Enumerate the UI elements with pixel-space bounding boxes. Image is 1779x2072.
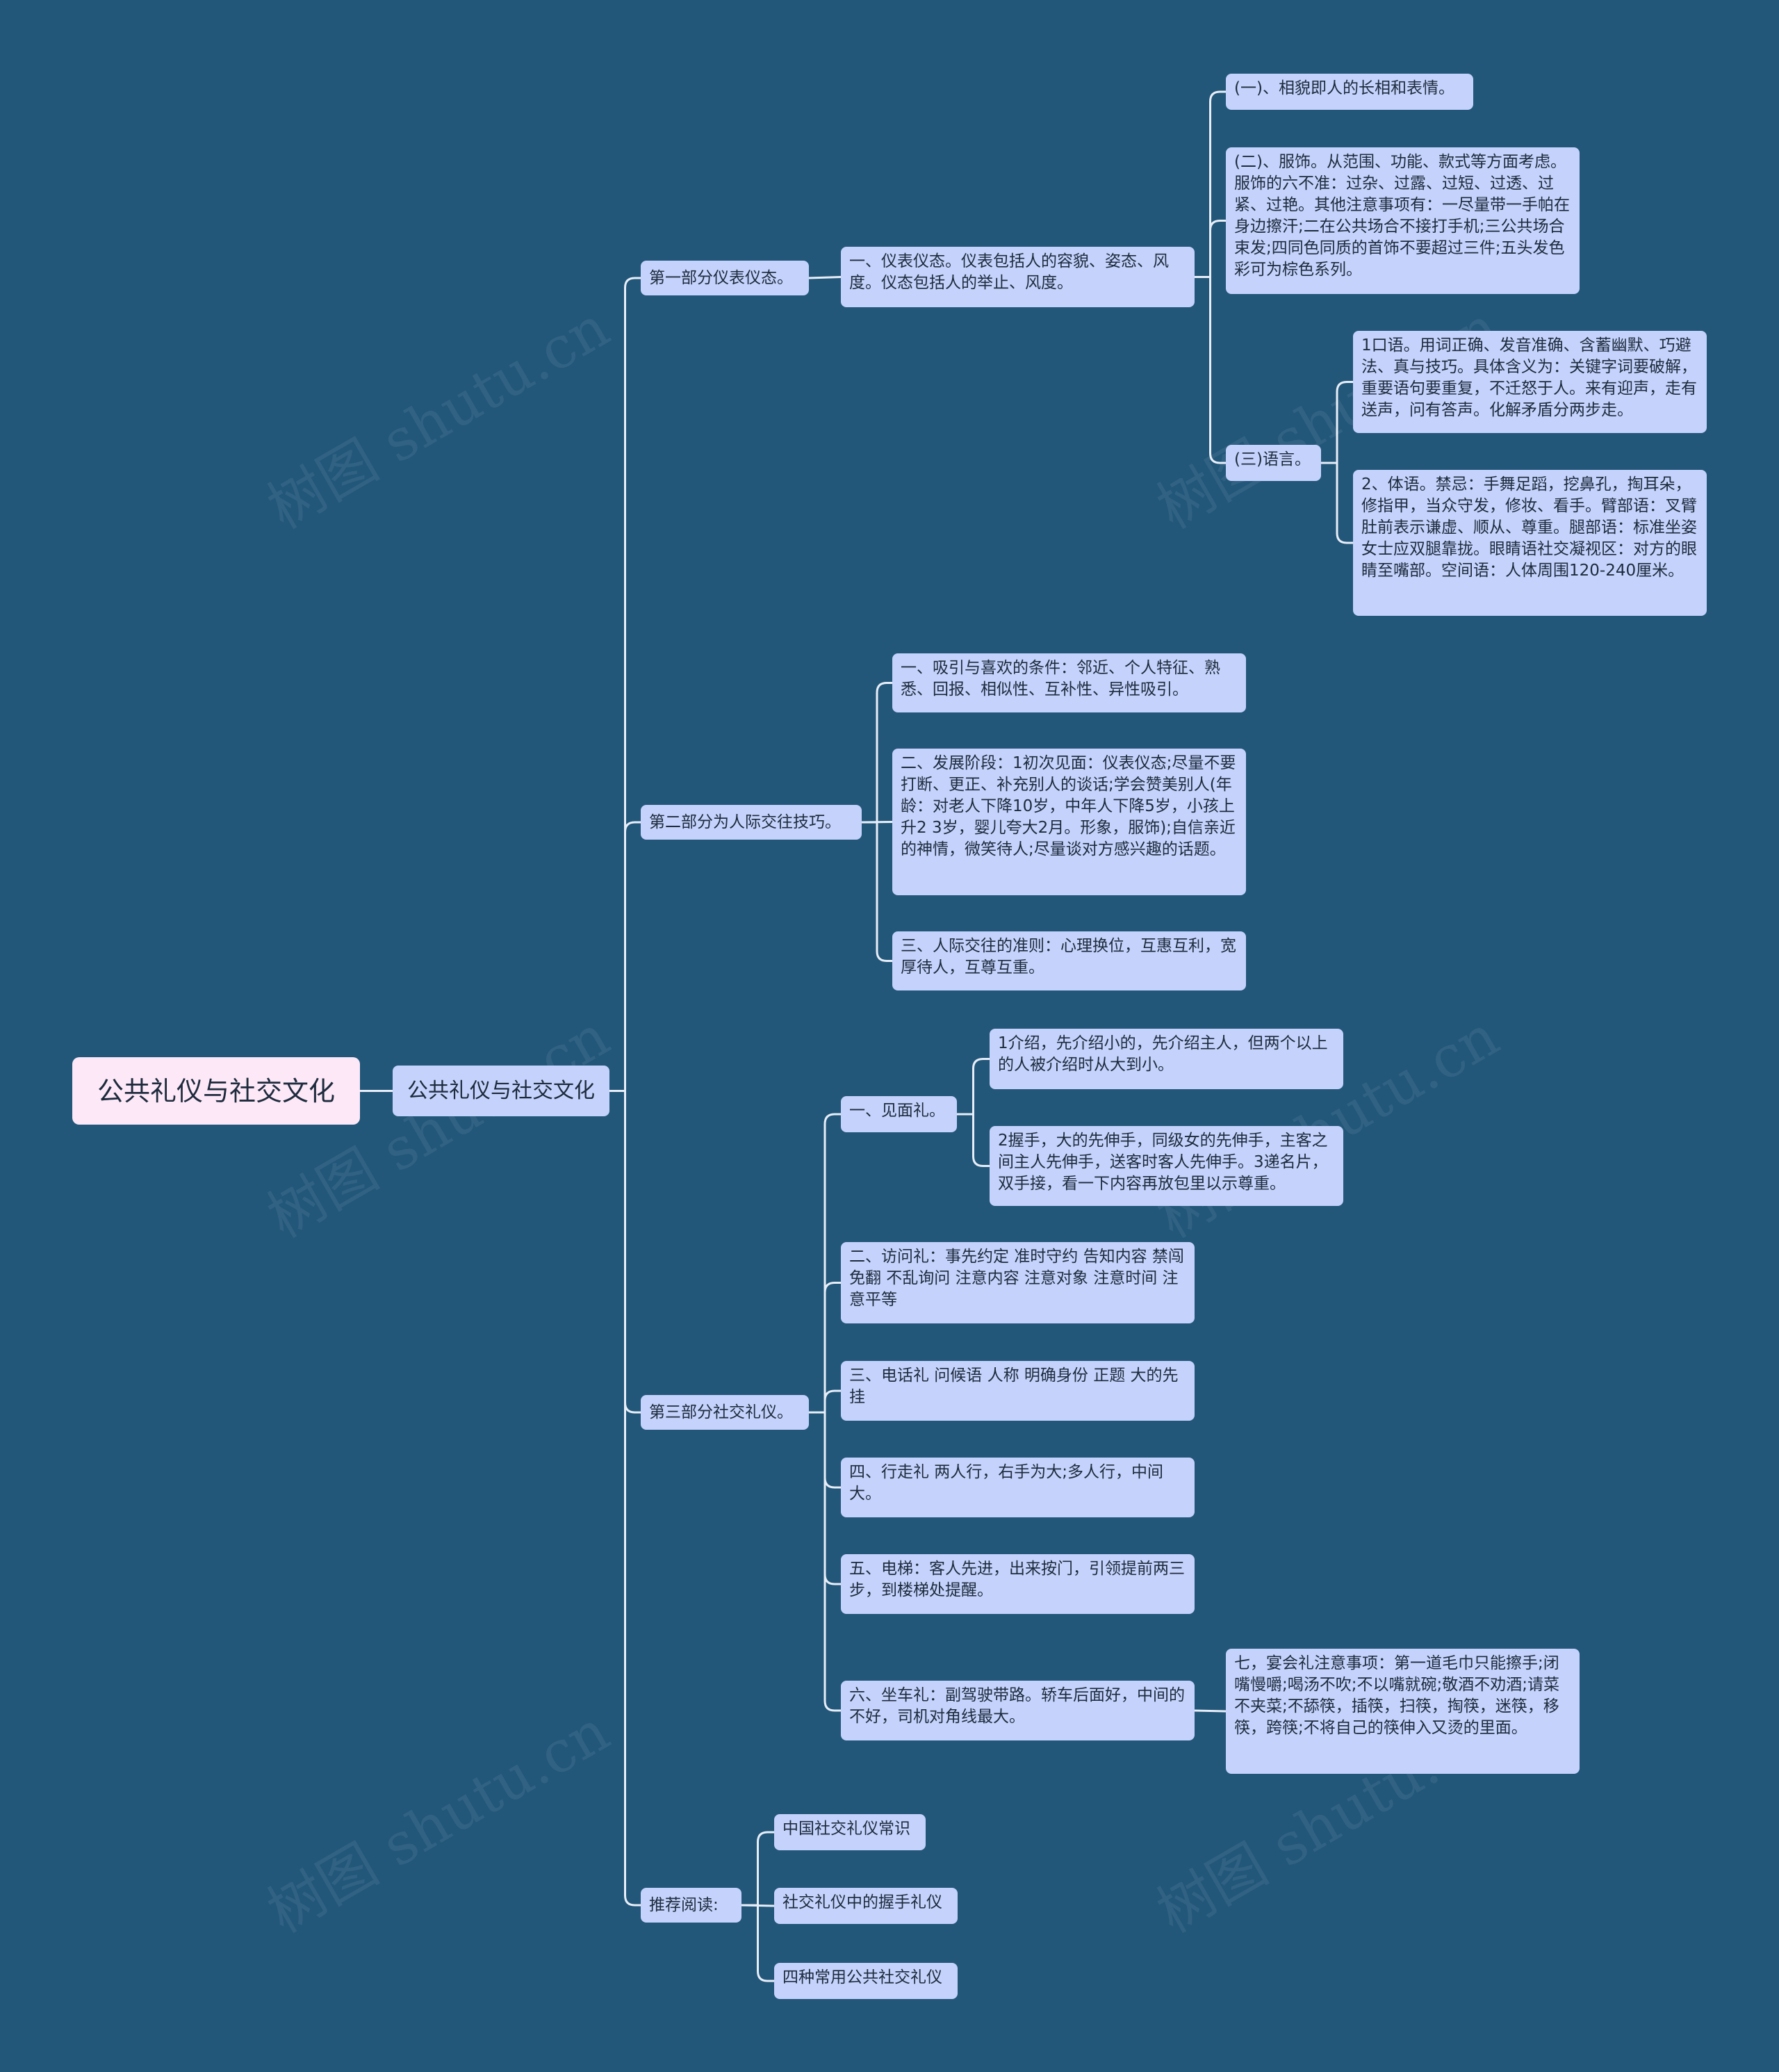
root-topic[interactable]: 公共礼仪与社交文化 xyxy=(72,1057,360,1125)
connector-n-center-b1 xyxy=(609,277,641,1092)
topic-appearance[interactable]: 一、仪表仪态。仪表包括人的容貌、姿态、风度。仪态包括人的举止、风度。 xyxy=(841,247,1195,307)
connector-b3c0-b3c0b xyxy=(957,1113,990,1167)
connector-b1-b1c0 xyxy=(808,276,842,279)
reading-link-1[interactable]: 中国社交礼仪常识 xyxy=(774,1814,926,1850)
connector-b3-b3c1 xyxy=(809,1282,841,1414)
center-topic[interactable]: 公共礼仪与社交文化 xyxy=(393,1066,609,1116)
connector-b1c0-b1c0c xyxy=(1195,276,1226,464)
connector-b3c0-b3c0a xyxy=(957,1058,990,1116)
topic-greeting[interactable]: 一、见面礼。 xyxy=(841,1096,957,1132)
topic-banquet[interactable]: 七，宴会礼注意事项：第一道毛巾只能擦手;闭嘴慢嚼;喝汤不吹;不以嘴就碗;敬酒不劝… xyxy=(1226,1649,1580,1774)
connector-b2-b2c0 xyxy=(862,682,892,824)
topic-attraction[interactable]: 一、吸引与喜欢的条件：邻近、个人特征、熟悉、回报、相似性、互补性、异性吸引。 xyxy=(892,653,1246,712)
topic-visiting[interactable]: 二、访问礼：事先约定 准时守约 告知内容 禁闯免翻 不乱询问 注意内容 注意对象… xyxy=(841,1242,1195,1323)
topic-oral-language[interactable]: 1口语。用词正确、发音准确、含蓄幽默、巧避法、真与技巧。具体含义为：关键字词要破… xyxy=(1353,331,1707,433)
connector-b1c0c-b1c0c2 xyxy=(1321,462,1353,544)
connector-b1c0-b1c0b xyxy=(1195,220,1226,278)
topic-language[interactable]: (三)语言。 xyxy=(1226,445,1321,481)
topic-dress[interactable]: (二)、服饰。从范围、功能、款式等方面考虑。服饰的六不准：过杂、过露、过短、过透… xyxy=(1226,147,1580,294)
connector-b2-b2c2 xyxy=(862,821,892,962)
topic-elevator[interactable]: 五、电梯：客人先进，出来按门，引领提前两三步，到楼梯处提醒。 xyxy=(841,1554,1195,1614)
topic-handshake[interactable]: 2握手，大的先伸手，同级女的先伸手，主客之间主人先伸手，送客时客人先伸手。3递名… xyxy=(990,1126,1343,1206)
topic-telephone[interactable]: 三、电话礼 问候语 人称 明确身份 正题 大的先挂 xyxy=(841,1361,1195,1421)
topic-principles[interactable]: 三、人际交往的准则：心理换位，互惠互利，宽厚待人，互尊互重。 xyxy=(892,931,1246,990)
connector-n-center-b4 xyxy=(609,1090,641,1907)
topic-introduction[interactable]: 1介绍，先介绍小的，先介绍主人，但两个以上的人被介绍时从大到小。 xyxy=(990,1029,1343,1089)
connector-b3-b3c5 xyxy=(809,1411,841,1712)
topic-car-seating[interactable]: 六、坐车礼：副驾驶带路。轿车后面好，中间的不好，司机对角线最大。 xyxy=(841,1681,1195,1740)
branch-part-2[interactable]: 第二部分为人际交往技巧。 xyxy=(641,805,862,840)
reading-link-2[interactable]: 社交礼仪中的握手礼仪 xyxy=(774,1888,958,1924)
connector-b1c0-b1c0a xyxy=(1195,90,1226,278)
reading-link-3[interactable]: 四种常用公共社交礼仪 xyxy=(774,1963,958,1999)
topic-development[interactable]: 二、发展阶段：1初次见面：仪表仪态;尽量不要打断、更正、补充别人的谈话;学会赞美… xyxy=(892,749,1246,895)
connector-b3-b3c2 xyxy=(809,1389,841,1414)
connector-b3-b3c0 xyxy=(809,1113,841,1414)
branch-part-1[interactable]: 第一部分仪表仪态。 xyxy=(641,261,809,295)
connector-b1c0c-b1c0c1 xyxy=(1321,381,1353,464)
branch-recommended-reading[interactable]: 推荐阅读: xyxy=(641,1888,741,1923)
topic-walking[interactable]: 四、行走礼 两人行，右手为大;多人行，中间大。 xyxy=(841,1458,1195,1517)
connector-b4-b4c2 xyxy=(741,1904,774,1982)
branch-part-3[interactable]: 第三部分社交礼仪。 xyxy=(641,1395,809,1430)
connector-n-center-b2 xyxy=(609,821,641,1092)
connector-b4-b4c0 xyxy=(741,1831,774,1907)
topic-looks[interactable]: (一)、相貌即人的长相和表情。 xyxy=(1226,74,1473,110)
topic-body-language[interactable]: 2、体语。禁忌：手舞足蹈，挖鼻孔，掏耳朵，修指甲，当众守发，修妆、看手。臂部语：… xyxy=(1353,470,1707,616)
